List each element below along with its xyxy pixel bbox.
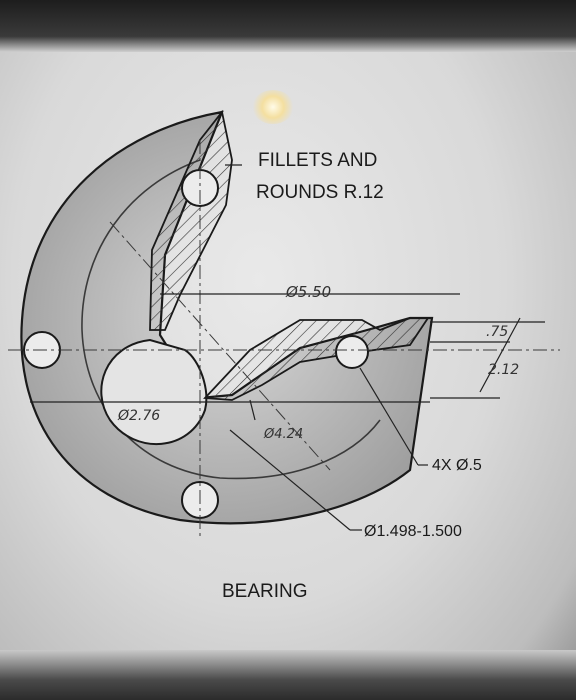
dimension-bore: Ø1.498-1.500 [364, 523, 462, 540]
fillets-note-line2: ROUNDS R.12 [256, 182, 384, 203]
hole-right [335, 335, 369, 369]
light-glare [252, 90, 294, 124]
center-lines [8, 140, 560, 540]
fillets-note-line1: FILLETS AND [258, 150, 377, 171]
dimension-d276: Ø2.76 [117, 408, 160, 424]
drawing-title: BEARING [222, 581, 308, 602]
section-hatch-vertical [149, 109, 233, 331]
dimension-75: .75 [486, 324, 508, 340]
dimension-212: 2.12 [488, 362, 519, 378]
dimension-holes: 4X Ø.5 [432, 457, 482, 474]
section-hatch-horizontal [203, 317, 430, 401]
central-bore [100, 338, 208, 445]
screen-bezel-top [0, 0, 576, 52]
dimension-lines [30, 164, 545, 531]
dimension-d550: Ø5.50 [285, 283, 331, 301]
screen-bezel-bottom [0, 650, 576, 700]
dimension-d424: Ø4.24 [263, 427, 303, 442]
